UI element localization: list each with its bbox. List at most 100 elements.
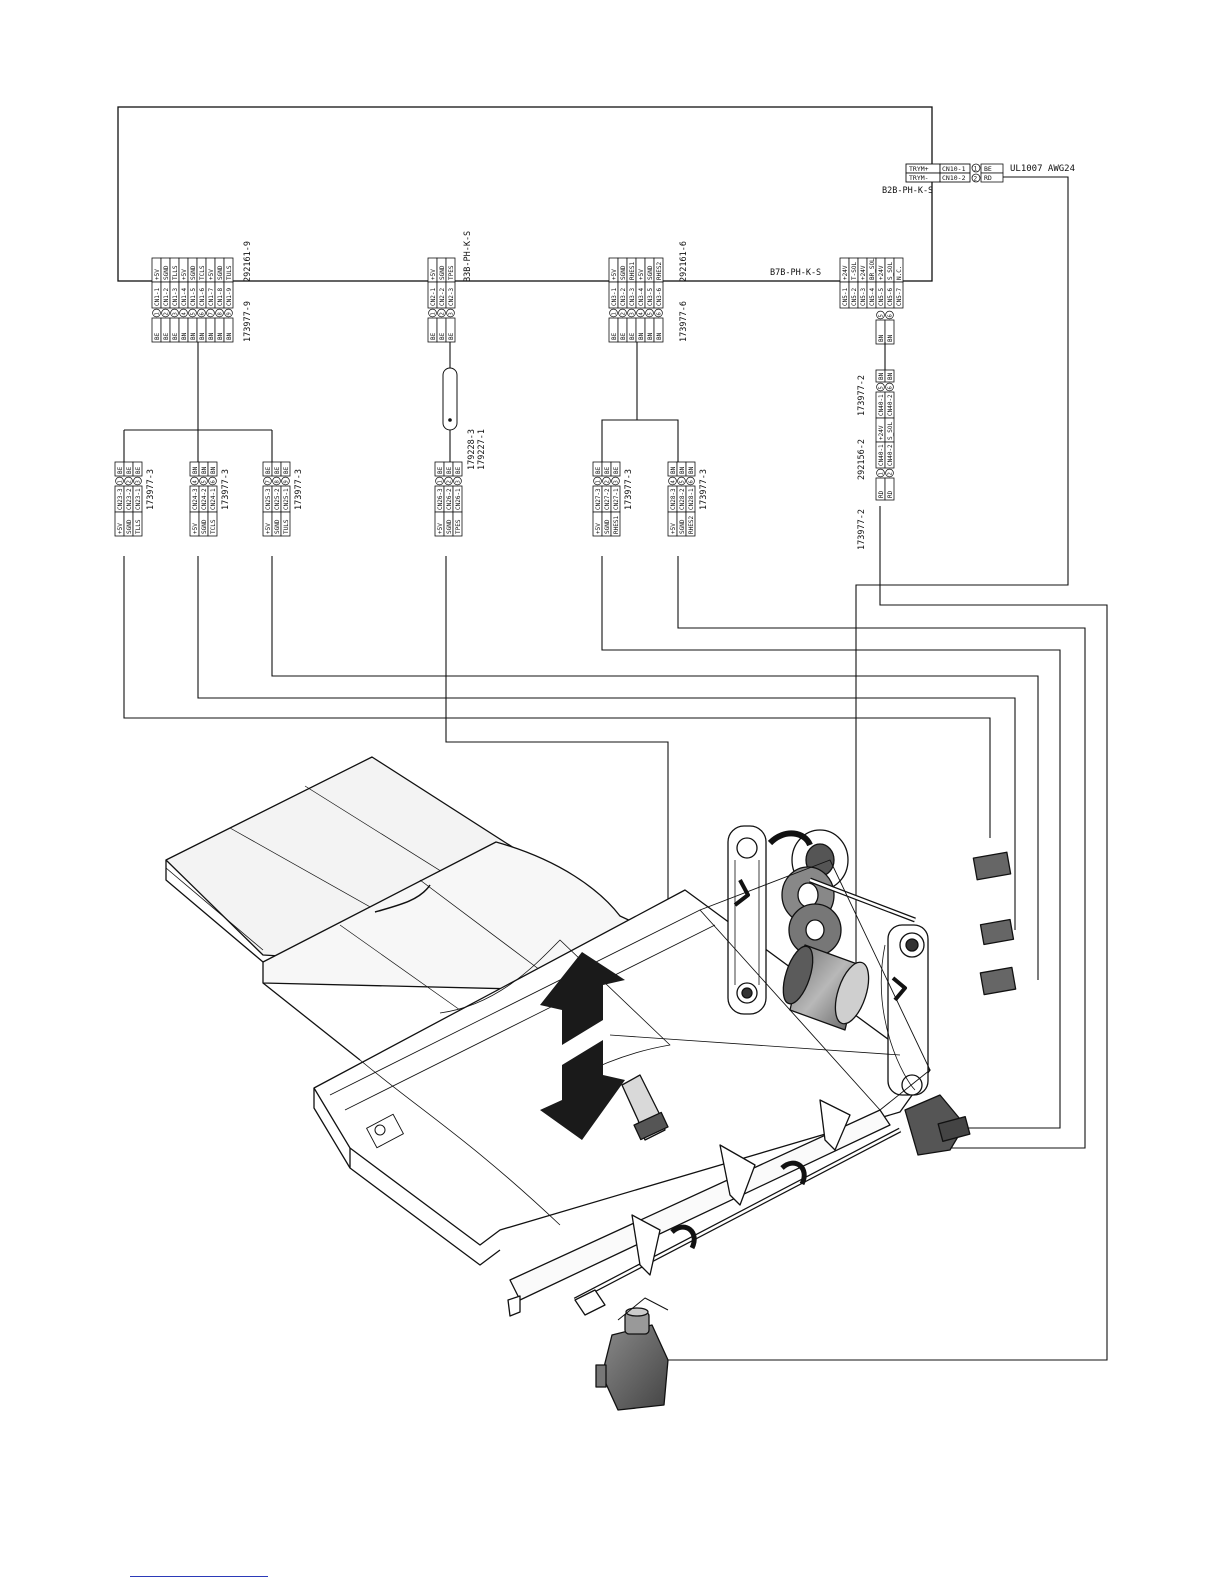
cn1-connector-wire-4: BN	[181, 332, 188, 340]
cn3-connector-wire-6: BN	[656, 332, 663, 340]
cn3-connector-num-circle	[645, 308, 654, 318]
cn1-connector-num-6: 6	[200, 312, 206, 315]
cn40-part-mid: 292156-2	[857, 439, 867, 480]
cn23-connector-pin-2: CN23-2	[126, 488, 133, 510]
cn1-connector-num-9: 9	[227, 312, 233, 315]
cn26-connector-num-circle	[435, 476, 444, 486]
trym-wire-1: BE	[984, 165, 992, 173]
cn1-connector-num-circle	[188, 308, 197, 318]
cn24-connector-signal-3: TCLS	[210, 519, 217, 534]
cn27-connector-signal-3: RHES1	[613, 516, 620, 534]
cn3-connector-num-6: 6	[657, 312, 663, 315]
cn24-connector-num-circle	[208, 476, 217, 486]
wire-cn3-branch	[601, 342, 679, 462]
wire-cn27-sensor	[601, 556, 1061, 1129]
cn1-connector-signal-7: +5V	[208, 269, 215, 280]
cn1-connector-num-3: 3	[173, 312, 179, 315]
cn1-connector-wire-8: BN	[217, 332, 224, 340]
trym-sig-2: TRYM-	[909, 174, 929, 182]
cn40-part-bottom: 173977-2	[857, 509, 867, 550]
cn24-connector-cell	[207, 511, 218, 537]
tray-illustration	[165, 756, 1017, 1411]
cn23-connector-cell	[132, 461, 143, 477]
cn5-wire-block-num-2: 6	[888, 314, 894, 317]
cn1-connector-pin-7: CN1-7	[208, 288, 215, 306]
trym-num-2: 2	[974, 176, 978, 183]
cn24-connector-pin-2: CN24-2	[201, 488, 208, 510]
cn5-connector-pin-3: CN5-3	[860, 288, 867, 306]
cn24-connector-pin-3: CN24-1	[210, 488, 217, 510]
cn5-connector-pin-1: CN5-1	[842, 288, 849, 306]
cn3-connector-num-3: 3	[630, 312, 636, 315]
cn28-connector-cell	[685, 511, 696, 537]
cn26-connector-signal-3: TPES	[455, 519, 462, 534]
cn24-connector-cell	[207, 461, 218, 477]
cn1-connector-num-circle	[179, 308, 188, 318]
rod-part-1: 179228-3	[467, 429, 477, 470]
cn26-connector-num-2: 2	[447, 480, 453, 483]
cn24-connector-num-2: 5	[202, 480, 208, 483]
cn3-connector-pin-6: CN3-6	[656, 288, 663, 306]
cn5-connector-signal-4: BR_SOL	[869, 258, 876, 280]
cn27-connector-cell	[610, 461, 621, 477]
cn1-connector-num-circle	[206, 308, 215, 318]
cn1-connector-wire-7: BN	[208, 332, 215, 340]
cn40-top-block-num-circle	[876, 382, 885, 392]
wire-trym-motor	[855, 176, 1069, 1030]
cn1-connector-signal-8: SGND	[217, 265, 224, 280]
cn3-connector-pin-1: CN3-1	[611, 288, 618, 306]
trym-num-1: 1	[974, 166, 978, 173]
cn25-connector-signal-2: SGND	[274, 519, 281, 534]
wire-cn28-sensor	[677, 556, 1086, 1149]
cn28-connector-pin-3: CN28-1	[688, 488, 695, 510]
cn3-connector-wire-1: BE	[611, 332, 618, 340]
cn23-connector-wire-2: BE	[126, 466, 133, 474]
cn23-part: 173977-3	[146, 469, 156, 510]
cn3-connector-signal-2: SGND	[620, 265, 627, 280]
cn28-connector-signal-3: RHES2	[688, 516, 695, 534]
cn3-connector-wire-3: BE	[629, 332, 636, 340]
cn28-connector-pin-2: CN28-2	[679, 488, 686, 510]
trym-connector: TRYM+ CN10-1 TRYM- CN10-2 1 2 BE RD B2B-…	[882, 163, 1075, 196]
cn5-wire-block-num-circle	[876, 310, 885, 320]
cn1-connector-num-5: 5	[191, 312, 197, 315]
cn40-connector-wire-1: RD	[878, 490, 885, 498]
cn23-connector-wire-1: BE	[117, 466, 124, 474]
cn27-connector-signal-2: SGND	[604, 519, 611, 534]
cn26-connector-num-circle	[444, 476, 453, 486]
cn1-connector-signal-4: +5V	[181, 269, 188, 280]
pcb-board-outline	[117, 106, 933, 282]
cn25-connector-pin-1: CN25-3	[265, 488, 272, 510]
cn27-connector-pin-2: CN27-2	[604, 488, 611, 510]
cn24-connector-signal-1: +5V	[192, 523, 199, 534]
cn1-connector-pin-5: CN1-5	[190, 288, 197, 306]
cn1-connector-num-2: 2	[164, 312, 170, 315]
cn23-connector-num-circle	[124, 476, 133, 486]
cn23-connector-pin-1: CN23-3	[117, 488, 124, 510]
cn25-connector-wire-2: BE	[274, 466, 281, 474]
cn40-top-block-cell	[884, 369, 895, 383]
cn3-connector-pin-2: CN3-2	[620, 288, 627, 306]
cn1-connector-cell	[223, 317, 234, 343]
wire-cn40-solenoid	[660, 506, 1108, 1361]
cn1-connector-num-circle	[161, 308, 170, 318]
cn3-connector-num-4: 4	[639, 312, 645, 316]
cn40-connector-wire-2: RD	[887, 490, 894, 498]
cn2-connector-num-circle	[446, 308, 455, 318]
cn23-connector-signal-2: SGND	[126, 519, 133, 534]
cn28-connector-num-3: 6	[689, 480, 695, 483]
wire-cn1-branch	[123, 429, 273, 462]
cn28-connector-signal-1: +5V	[670, 523, 677, 534]
cn2-connector-num-2: 2	[440, 312, 446, 315]
cn26-connector-wire-1: BE	[437, 466, 444, 474]
cn26-connector-cell	[452, 511, 463, 537]
